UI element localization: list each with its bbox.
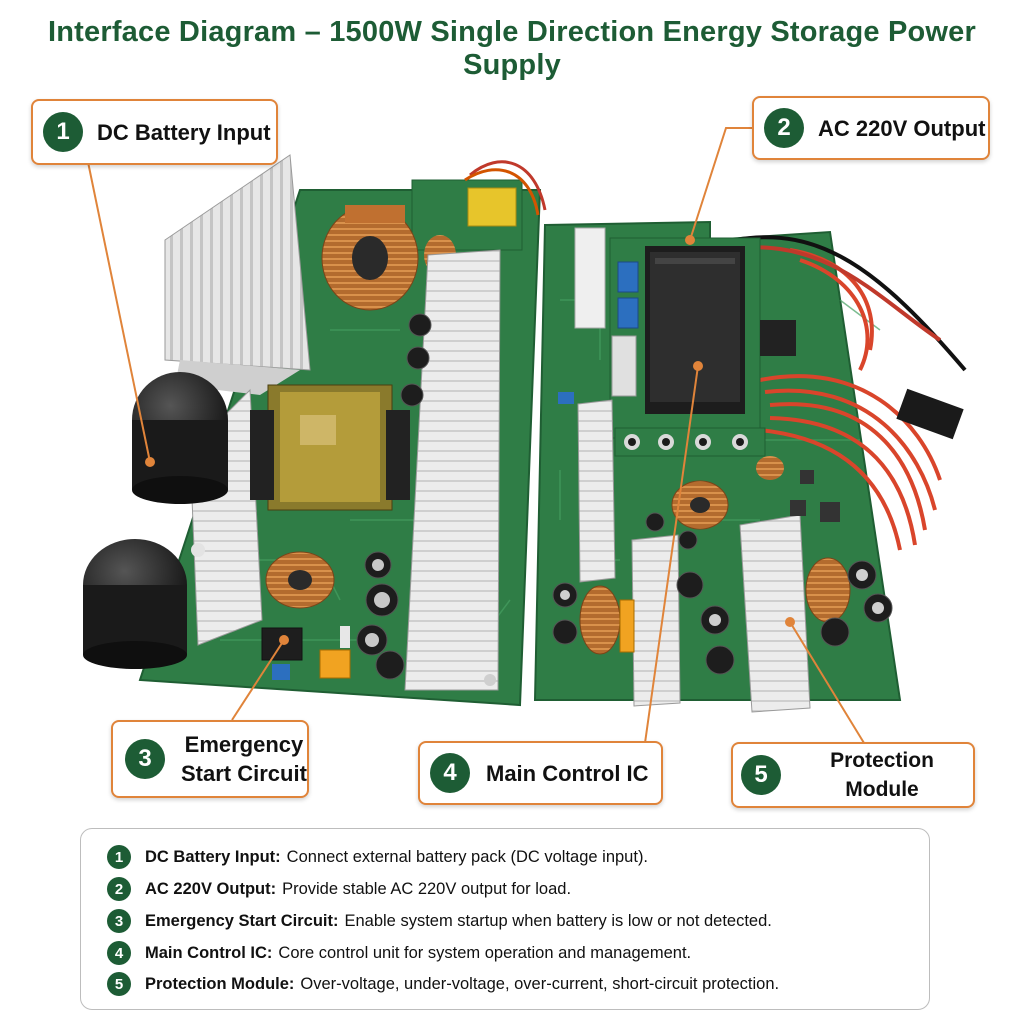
callout-label: Main Control IC — [486, 760, 649, 786]
callout-main-control-ic: 4 Main Control IC — [418, 741, 663, 805]
legend-number: 5 — [107, 972, 131, 996]
callout-dc-battery-input: 1 DC Battery Input — [31, 99, 278, 165]
page-title: Interface Diagram – 1500W Single Directi… — [47, 16, 976, 81]
legend-term: Emergency Start Circuit: — [145, 911, 339, 930]
legend-item: 5 Protection Module: Over-voltage, under… — [107, 972, 779, 996]
callout-label-line1: Emergency — [184, 732, 304, 757]
legend-number: 4 — [107, 941, 131, 965]
legend-term: Main Control IC: — [145, 943, 273, 962]
callout-number: 5 — [741, 755, 781, 795]
callout-label: Protection Module — [830, 749, 934, 801]
legend-item: 3 Emergency Start Circuit: Enable system… — [107, 909, 772, 933]
callout-label: DC Battery Input — [97, 119, 271, 145]
legend-item: 1 DC Battery Input: Connect external bat… — [107, 845, 648, 869]
legend-term: DC Battery Input: — [145, 847, 281, 866]
left-board — [83, 154, 547, 707]
legend-item: 2 AC 220V Output: Provide stable AC 220V… — [107, 877, 571, 901]
right-board — [533, 220, 967, 713]
legend-desc: Enable system startup when battery is lo… — [344, 911, 772, 930]
legend-number: 1 — [107, 845, 131, 869]
legend-desc: Over-voltage, under-voltage, over-curren… — [300, 974, 780, 993]
legend-term: Protection Module: — [145, 974, 295, 993]
callout-ac-220v-output: 2 AC 220V Output — [752, 96, 990, 160]
legend-panel: 1 DC Battery Input: Connect external bat… — [80, 828, 930, 1010]
callout-label-line2: Start Circuit — [181, 761, 307, 786]
callout-number: 2 — [764, 108, 804, 148]
callout-emergency-start-circuit: 3 Emergency Start Circuit — [111, 720, 309, 798]
legend-desc: Core control unit for system operation a… — [278, 943, 692, 962]
legend-term: AC 220V Output: — [145, 879, 277, 898]
legend-number: 3 — [107, 909, 131, 933]
legend-desc: Provide stable AC 220V output for load. — [282, 879, 572, 898]
callout-protection-module: 5 Protection Module — [731, 742, 975, 808]
leader-lines — [87, 127, 865, 744]
callout-label: AC 220V Output — [818, 115, 986, 141]
callout-number: 3 — [125, 739, 165, 779]
callout-number: 1 — [43, 112, 83, 152]
callout-number: 4 — [430, 753, 470, 793]
legend-number: 2 — [107, 877, 131, 901]
legend-desc: Connect external battery pack (DC voltag… — [286, 847, 649, 866]
legend-item: 4 Main Control IC: Core control unit for… — [107, 941, 691, 965]
